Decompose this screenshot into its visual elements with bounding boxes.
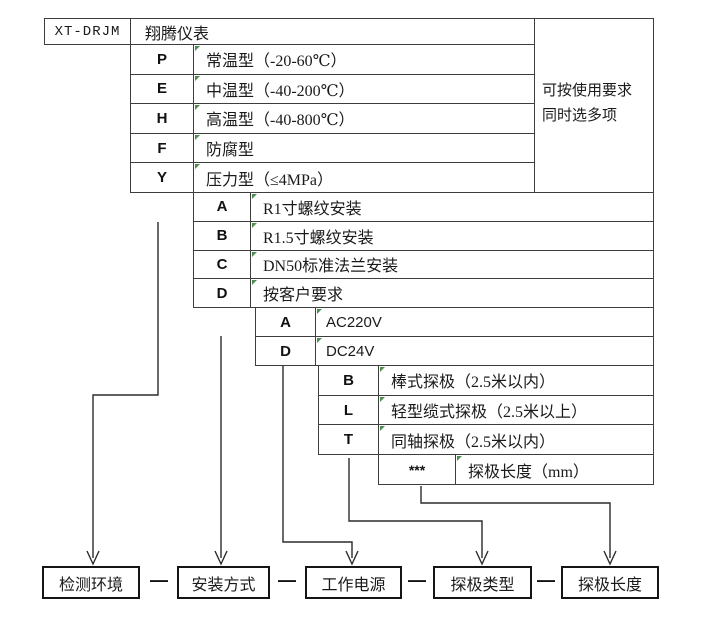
option-code: A [194, 193, 251, 221]
option-desc: DC24V [316, 337, 653, 365]
table-row: P 常温型（-20-60℃） [131, 45, 534, 74]
option-desc: 常温型（-20-60℃） [194, 45, 534, 74]
table-row: Y 压力型（≤4MPa） [131, 162, 534, 192]
down-arrowhead-icon [603, 550, 617, 566]
table-row: C DN50标准法兰安装 [194, 249, 653, 279]
table-row: D 按客户要求 [194, 278, 653, 307]
table-row: D DC24V [256, 336, 653, 365]
brand-name-cell: 翔腾仪表 [145, 25, 210, 43]
option-desc: DN50标准法兰安装 [251, 251, 653, 279]
option-code: D [194, 279, 251, 307]
table-row: H 高温型（-40-800℃） [131, 103, 534, 133]
down-arrowhead-icon [345, 550, 359, 566]
separator-dash: — [408, 570, 426, 590]
option-code: L [319, 395, 379, 425]
option-desc: 高温型（-40-800℃） [194, 104, 534, 133]
table-row: L 轻型缆式探极（2.5米以上） [319, 394, 653, 425]
arrow-line-environment [92, 222, 159, 558]
probe-type-table: B 棒式探极（2.5米以内） L 轻型缆式探极（2.5米以上） T 同轴探极（2… [318, 365, 654, 455]
table-row: A R1寸螺纹安装 [194, 193, 653, 221]
probe-length-table: *** 探极长度（mm） [378, 454, 654, 485]
installation-method-table: A R1寸螺纹安装 B R1.5寸螺纹安装 C DN50标准法兰安装 D 按客户… [193, 192, 654, 308]
option-desc: AC220V [316, 308, 653, 336]
option-code: C [194, 250, 251, 279]
header-row: XT-DRJM 翔腾仪表 [44, 18, 535, 45]
option-desc: 防腐型 [194, 134, 534, 163]
table-row: B 棒式探极（2.5米以内） [319, 366, 653, 395]
down-arrowhead-icon [475, 550, 489, 566]
option-code: F [131, 133, 194, 163]
table-row: E 中温型（-40-200℃） [131, 73, 534, 104]
option-code: T [319, 425, 379, 455]
option-desc: 按客户要求 [251, 279, 653, 307]
option-desc: 探极长度（mm） [456, 455, 653, 484]
category-box-probe-type: 探极类型 [433, 566, 532, 599]
option-desc: 压力型（≤4MPa） [194, 163, 534, 192]
down-arrowhead-icon [86, 550, 100, 566]
option-code: Y [131, 163, 194, 192]
multi-select-note: 可按使用要求 同时选多项 [534, 18, 654, 193]
detection-environment-table: P 常温型（-20-60℃） E 中温型（-40-200℃） H 高温型（-40… [130, 44, 535, 193]
separator-dash: — [150, 570, 168, 590]
note-line-1: 可按使用要求 [542, 83, 633, 99]
option-desc: 同轴探极（2.5米以内） [379, 425, 653, 454]
model-code-cell: XT-DRJM [45, 19, 131, 44]
option-code: E [131, 74, 194, 104]
option-code: P [131, 45, 194, 74]
option-code: B [194, 221, 251, 250]
option-desc: 棒式探极（2.5米以内） [379, 366, 653, 395]
arrow-line-probe-length [420, 486, 611, 558]
working-power-table: A AC220V D DC24V [255, 307, 654, 366]
separator-dash: — [278, 570, 296, 590]
category-box-probe-length: 探极长度 [561, 566, 659, 599]
option-code: *** [379, 455, 456, 484]
option-code: B [319, 366, 379, 395]
option-code: A [256, 308, 316, 336]
table-row: A AC220V [256, 308, 653, 336]
down-arrowhead-icon [214, 550, 228, 566]
table-row: *** 探极长度（mm） [379, 455, 653, 484]
table-row: F 防腐型 [131, 132, 534, 163]
option-desc: 中温型（-40-200℃） [194, 75, 534, 104]
table-row: B R1.5寸螺纹安装 [194, 220, 653, 250]
separator-dash: — [537, 570, 555, 590]
option-desc: R1.5寸螺纹安装 [251, 222, 653, 250]
category-box-environment: 检测环境 [42, 566, 140, 599]
category-box-installation: 安装方式 [177, 566, 270, 599]
option-desc: R1寸螺纹安装 [251, 193, 653, 221]
option-desc: 轻型缆式探极（2.5米以上） [379, 396, 653, 425]
note-line-2: 同时选多项 [542, 108, 618, 124]
table-row: T 同轴探极（2.5米以内） [319, 424, 653, 455]
option-code: D [256, 337, 316, 365]
option-code: H [131, 104, 194, 133]
category-box-power: 工作电源 [305, 566, 402, 599]
